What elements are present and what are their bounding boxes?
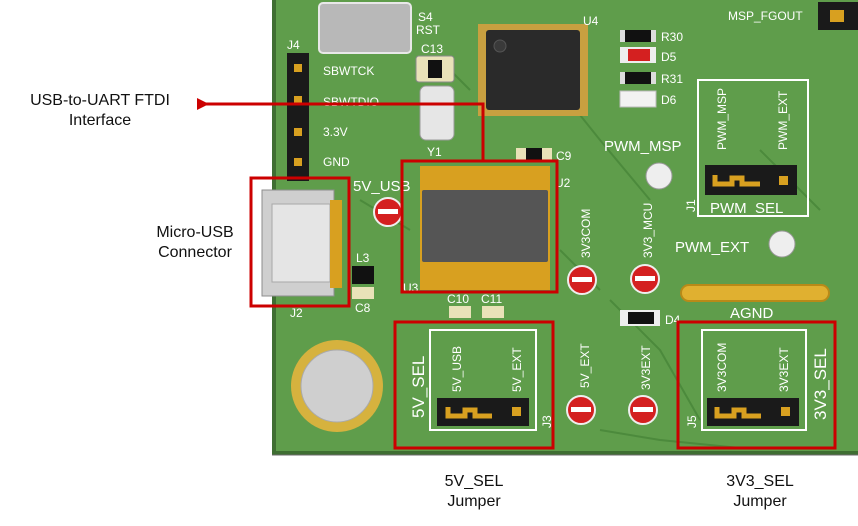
silk-3v3-sel: 3V3_SEL: [811, 348, 830, 420]
agnd-bar: [680, 284, 830, 302]
callout-usb-line1: Micro-USB: [156, 224, 234, 241]
silk-l3: L3: [356, 251, 370, 265]
tp-pwm-ext: [768, 230, 796, 258]
callout-usb-label: Micro-USB Connector: [140, 223, 250, 263]
callout-ftdi-line2: Interface: [68, 112, 132, 129]
silk-pwm-msp: PWM_MSP: [604, 138, 682, 155]
silk-c10: C10: [447, 292, 469, 306]
callout-ftdi-line1: USB-to-UART FTDI: [30, 92, 170, 109]
silk-tp-5v-ext: 5V_EXT: [578, 343, 592, 388]
j4-header: [287, 53, 309, 181]
pwm-sel-box: [697, 79, 809, 217]
silk-pwm-ext: PWM_EXT: [675, 239, 749, 256]
callout-box-3v3-sel: [676, 320, 837, 450]
silk-3v3com-v: 3V3COM: [715, 343, 729, 392]
callout-ftdi-label: USB-to-UART FTDI Interface: [5, 91, 195, 131]
callout-box-5v-sel: [393, 320, 555, 450]
callout-3v3-sel-line1: 3V3_SEL: [726, 473, 794, 490]
silk-agnd: AGND: [730, 305, 774, 322]
3v3-sel-silk-box: [701, 329, 807, 431]
silk-s4: S4: [418, 10, 433, 24]
silk-3v3: 3.3V: [323, 125, 348, 139]
callout-box-usb: [249, 176, 351, 308]
l3-inductor: [352, 266, 374, 284]
callout-5v-sel-label: 5V_SEL Jumper: [419, 472, 529, 512]
silk-5v-ext-v: 5V_EXT: [510, 347, 524, 392]
silk-j5: J5: [685, 415, 699, 428]
silk-pwm-sel: PWM_SEL: [710, 200, 783, 217]
silk-c11: C11: [481, 292, 502, 306]
tp-pwm-msp: [645, 162, 673, 190]
silk-msp-fgout: MSP_FGOUT: [728, 9, 803, 23]
silk-gnd: GND: [323, 155, 350, 169]
silk-u2: U2: [555, 176, 571, 190]
silk-j2: J2: [290, 306, 303, 320]
callout-box-ftdi: [400, 159, 559, 294]
r30-resistor: [620, 30, 656, 42]
r31-resistor: [620, 72, 656, 84]
c8-capacitor: [352, 287, 374, 299]
silk-sbwtck: SBWTCK: [323, 64, 374, 78]
silk-d5: D5: [661, 50, 677, 64]
silk-5v-usb-v: 5V_USB: [450, 346, 464, 392]
callout-3v3-sel-label: 3V3_SEL Jumper: [705, 472, 815, 512]
callout-3v3-sel-line2: Jumper: [733, 493, 787, 510]
silk-j1: J1: [684, 199, 698, 212]
silk-u4: U4: [583, 14, 599, 28]
silk-3v3ext-v: 3V3EXT: [777, 347, 791, 392]
silk-3v3com: 3V3COM: [579, 209, 593, 258]
s4-reset-switch: [318, 2, 412, 54]
ftdi-arrow: [197, 98, 485, 161]
silk-rst: RST: [416, 23, 441, 37]
silk-c9: C9: [556, 149, 572, 163]
callout-usb-line2: Connector: [158, 244, 232, 261]
callout-5v-sel-line1: 5V_SEL: [444, 473, 504, 490]
u2-ftdi-chip: [420, 166, 550, 290]
silk-3v3-mcu: 3V3_MCU: [641, 203, 655, 258]
silk-r30: R30: [661, 30, 683, 44]
silk-tp-3v3ext: 3V3EXT: [639, 345, 653, 390]
silk-5v-usb: 5V_USB: [353, 178, 411, 195]
silk-c13: C13: [421, 42, 443, 56]
silk-y1: Y1: [427, 145, 442, 159]
silk-r31: R31: [661, 72, 683, 86]
d6-led: [619, 90, 657, 108]
callout-5v-sel-line2: Jumper: [447, 493, 501, 510]
silk-j4: J4: [287, 38, 300, 52]
silk-j3: J3: [540, 415, 554, 428]
silk-pwm-msp-v: PWM_MSP: [715, 88, 729, 150]
y1-crystal: [419, 85, 455, 141]
u4-mcu-chip: [478, 24, 588, 116]
pcb-bottom-edge: [272, 451, 858, 455]
silk-d6: D6: [661, 93, 677, 107]
silk-sbwtdio: SBWTDIO: [323, 95, 379, 109]
silk-c8: C8: [355, 301, 371, 315]
silk-5v-sel: 5V_SEL: [409, 356, 428, 418]
5v-sel-silk-box: [429, 329, 537, 431]
silk-pwm-ext-v: PWM_EXT: [776, 90, 790, 150]
